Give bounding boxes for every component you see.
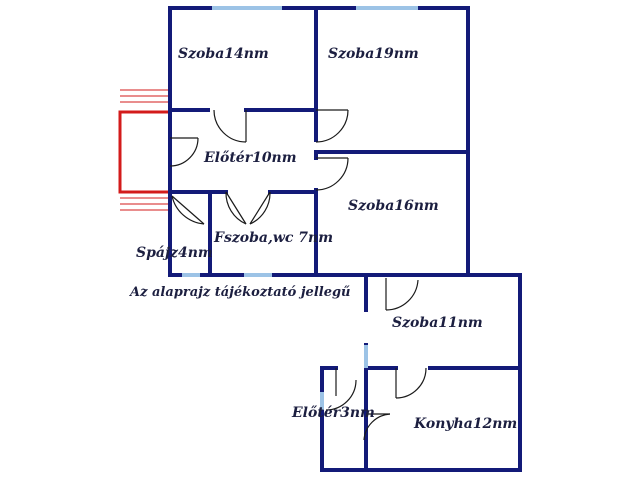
room-label-eloter3: Előtér3nm bbox=[291, 405, 375, 421]
room-label-spajz: Spájz4nm bbox=[136, 245, 213, 261]
windows bbox=[182, 6, 418, 410]
room-label-fszoba: Fszoba,wc 7nm bbox=[213, 230, 333, 246]
lower-unit-walls bbox=[320, 273, 522, 472]
room-label-konyha: Konyha12nm bbox=[413, 416, 517, 432]
room-label-szoba14: Szoba14nm bbox=[178, 46, 269, 62]
disclaimer-note: Az alaprajz tájékoztató jellegű bbox=[128, 285, 351, 300]
room-label-szoba11: Szoba11nm bbox=[392, 315, 483, 331]
doors bbox=[169, 109, 427, 441]
balcony bbox=[118, 89, 170, 211]
room-label-szoba16: Szoba16nm bbox=[348, 198, 439, 214]
room-label-eloter10: Előtér10nm bbox=[203, 150, 297, 166]
room-label-szoba19: Szoba19nm bbox=[328, 46, 419, 62]
